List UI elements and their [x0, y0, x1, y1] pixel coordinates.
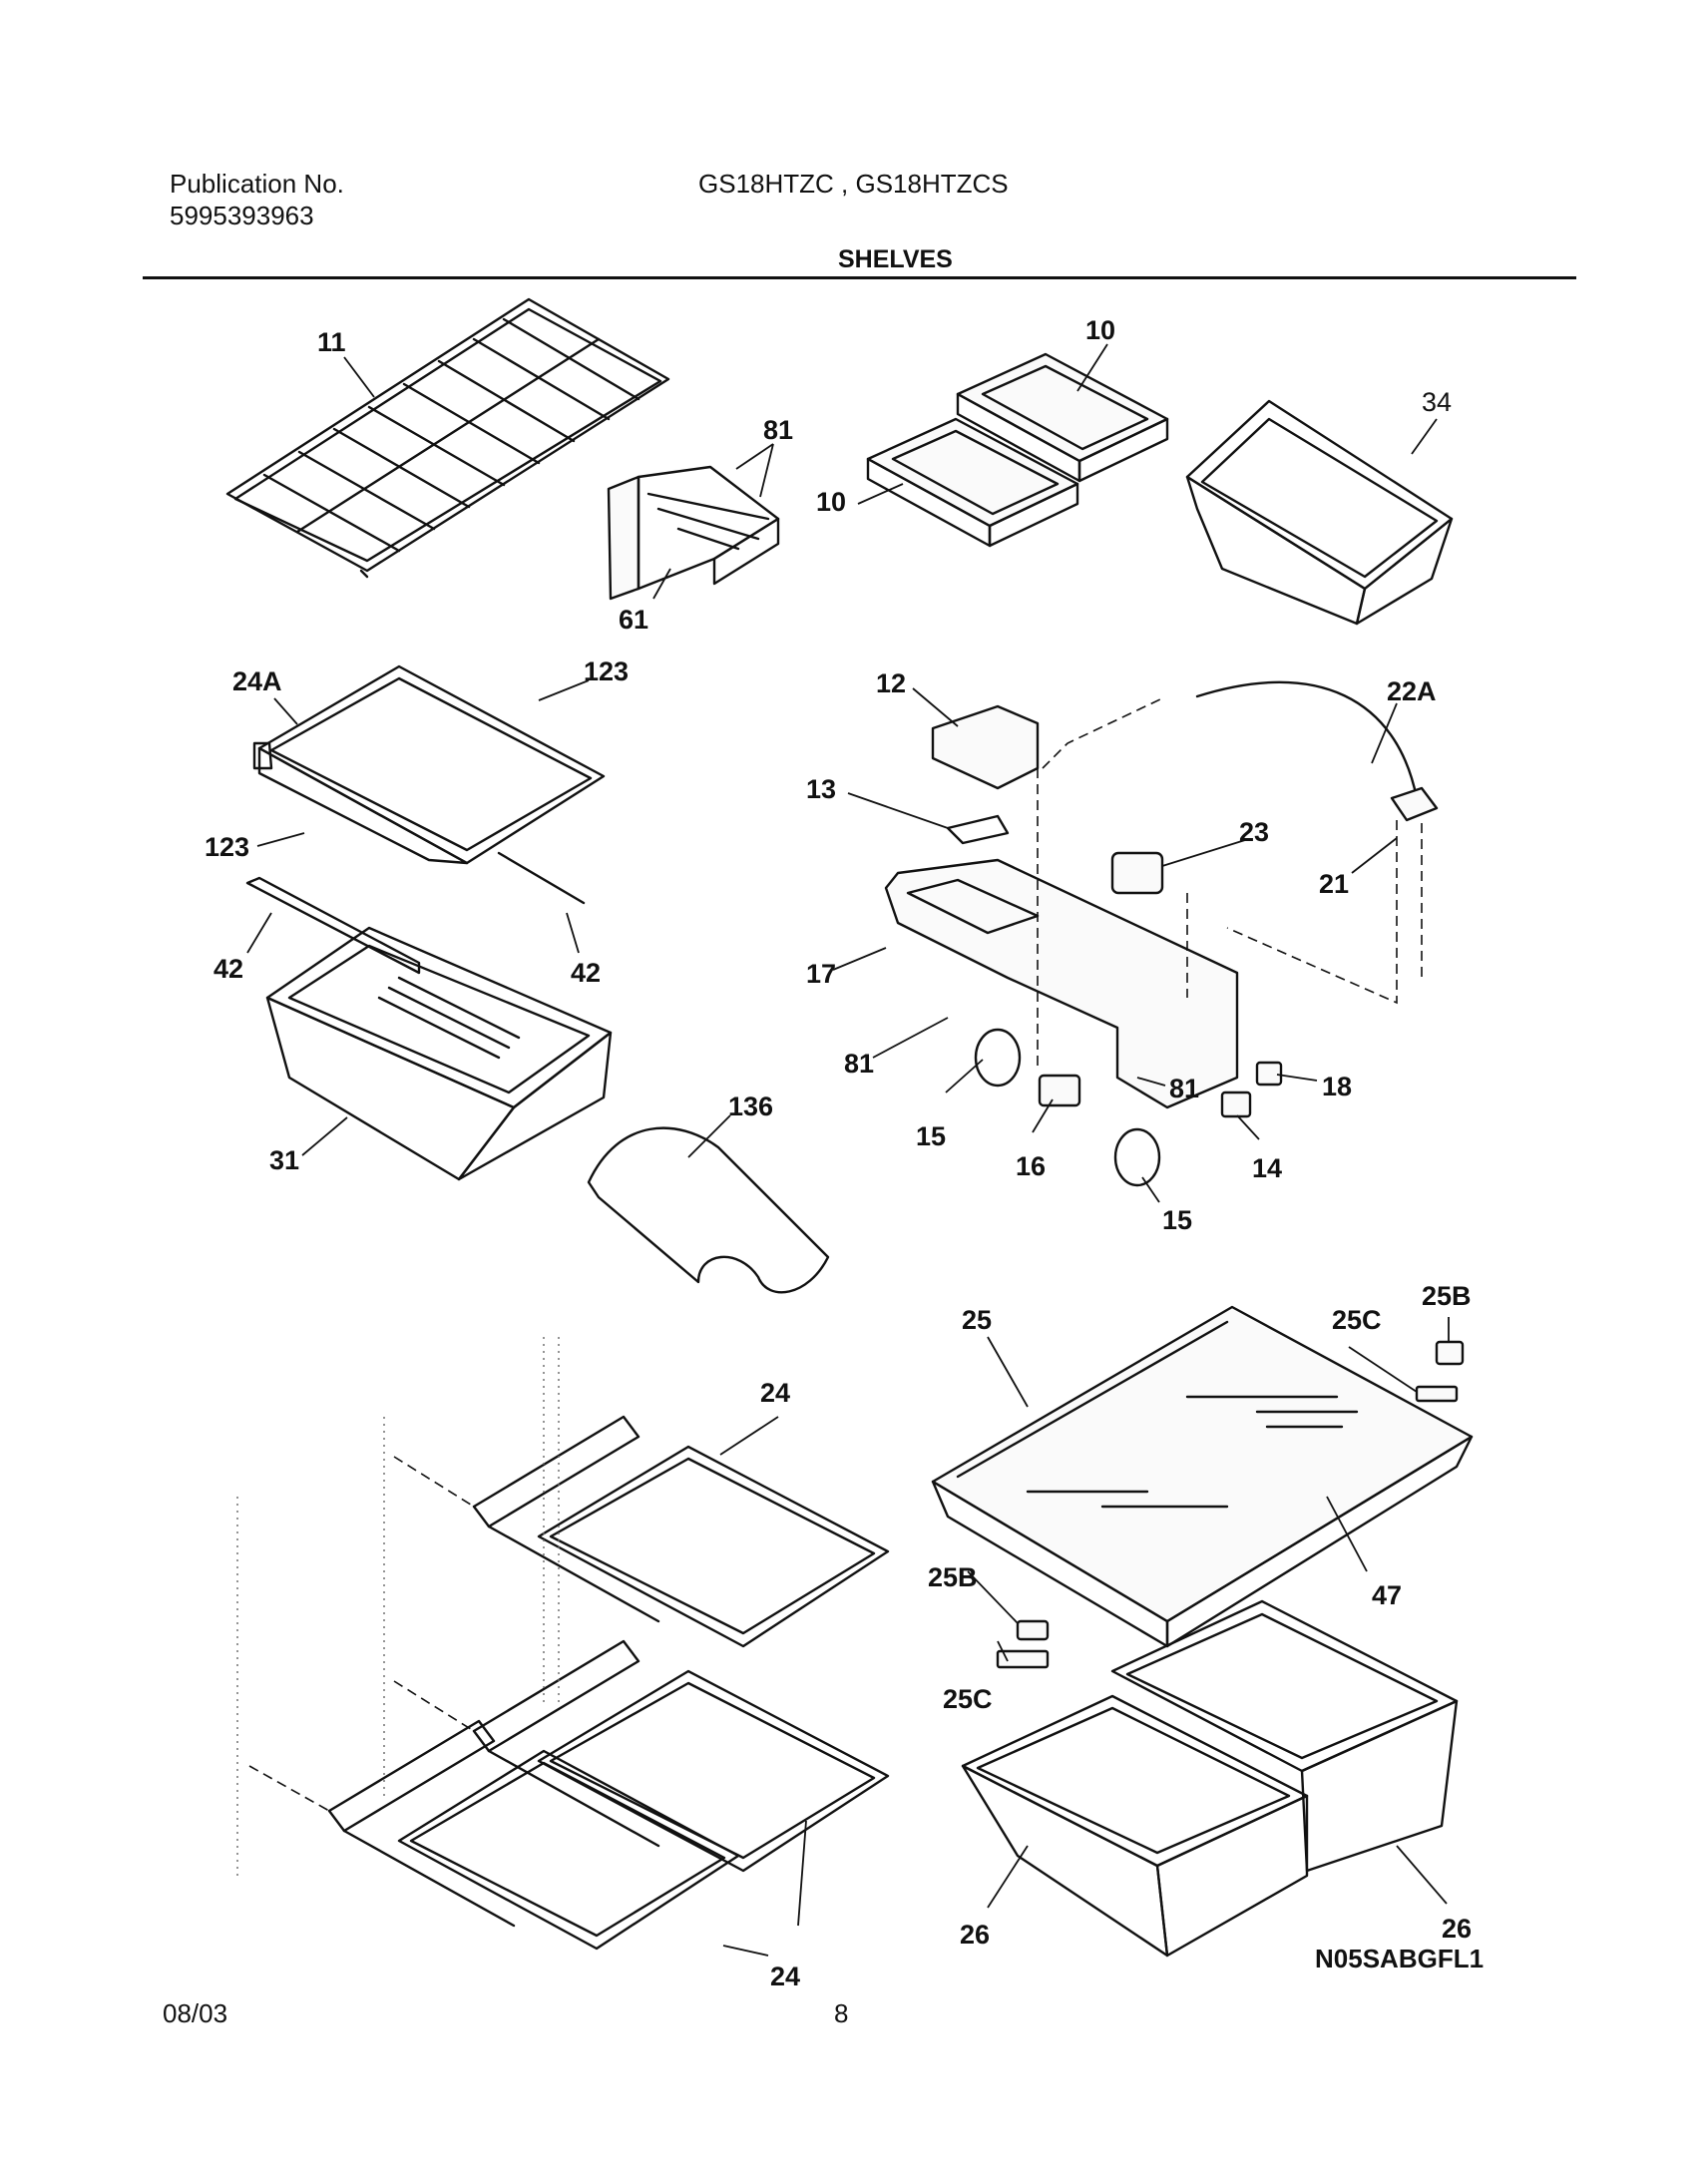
callout-31: 31	[269, 1145, 299, 1175]
ice-tray-part	[956, 352, 1169, 483]
drawer-slide-part	[607, 465, 780, 601]
glass-shelf-24-part	[472, 1415, 890, 1648]
callout-24a: 24A	[232, 666, 282, 696]
callout-labels: 11 10 10 81 34 61 24A 123 123 42 42 31 1…	[205, 315, 1472, 1991]
publication-date: 08/03	[163, 1998, 228, 2028]
wire-shelf-part	[225, 297, 670, 579]
crisper-bin-part	[1110, 1599, 1459, 1873]
callout-26: 26	[960, 1920, 990, 1950]
crisper-bin-part	[961, 1694, 1309, 1958]
callout-61: 61	[619, 605, 648, 635]
callout-18: 18	[1322, 1072, 1352, 1101]
header-rule	[143, 276, 1576, 279]
callout-81: 81	[844, 1049, 874, 1079]
crisper-drawer-part	[265, 926, 613, 1181]
callout-22a: 22A	[1387, 676, 1437, 706]
callout-25b: 25B	[928, 1562, 978, 1592]
callout-11: 11	[317, 327, 346, 357]
socket-part	[1038, 1074, 1081, 1107]
control-housing-part	[884, 704, 1239, 1109]
callout-24: 24	[760, 1378, 790, 1408]
callout-25c: 25C	[943, 1684, 993, 1714]
callout-136: 136	[728, 1092, 773, 1121]
page-number: 8	[834, 1998, 849, 2028]
callout-123: 123	[584, 656, 629, 686]
callout-81: 81	[1169, 1074, 1199, 1103]
callout-12: 12	[876, 668, 906, 698]
callout-10: 10	[1085, 315, 1115, 345]
clip-part	[996, 1340, 1465, 1669]
callout-25: 25	[962, 1305, 992, 1335]
callout-42: 42	[571, 958, 601, 988]
callout-15: 15	[916, 1121, 946, 1151]
callout-34: 34	[1422, 387, 1452, 417]
publication-label: Publication No.	[170, 169, 344, 199]
diagram-code: N05SABGFL1	[1315, 1944, 1485, 1973]
bulb-part	[974, 1028, 1161, 1187]
thermostat-part	[1110, 851, 1164, 895]
callout-23: 23	[1239, 817, 1269, 847]
callout-21: 21	[1319, 869, 1349, 899]
callout-10: 10	[816, 487, 846, 517]
callout-26: 26	[1442, 1914, 1472, 1944]
bin-part	[1185, 399, 1454, 626]
callout-13: 13	[806, 774, 836, 804]
wire-harness-part	[1195, 680, 1439, 822]
rail-part	[245, 876, 421, 975]
section-title: SHELVES	[838, 245, 953, 273]
leader-lines	[246, 343, 1450, 1957]
glass-shelf-24a-part	[252, 664, 606, 905]
callout-17: 17	[806, 959, 836, 989]
model-numbers: GS18HTZC , GS18HTZCS	[698, 169, 1009, 199]
cover-136-part	[587, 1126, 830, 1294]
callout-14: 14	[1252, 1153, 1282, 1183]
publication-number: 5995393963	[170, 201, 314, 230]
callout-81: 81	[763, 415, 793, 445]
callout-15: 15	[1162, 1205, 1192, 1235]
callout-123: 123	[205, 832, 249, 862]
ice-tray-part	[866, 417, 1079, 548]
callout-47: 47	[1372, 1580, 1402, 1610]
callout-16: 16	[1016, 1151, 1046, 1181]
callout-25b: 25B	[1422, 1281, 1472, 1311]
glass-shelf-24-part	[327, 1719, 740, 1951]
callout-25c: 25C	[1332, 1305, 1382, 1335]
callout-24: 24	[770, 1962, 800, 1991]
switch-part	[1220, 1061, 1283, 1118]
crisper-cover-part	[931, 1305, 1474, 1648]
callout-42: 42	[214, 954, 243, 984]
